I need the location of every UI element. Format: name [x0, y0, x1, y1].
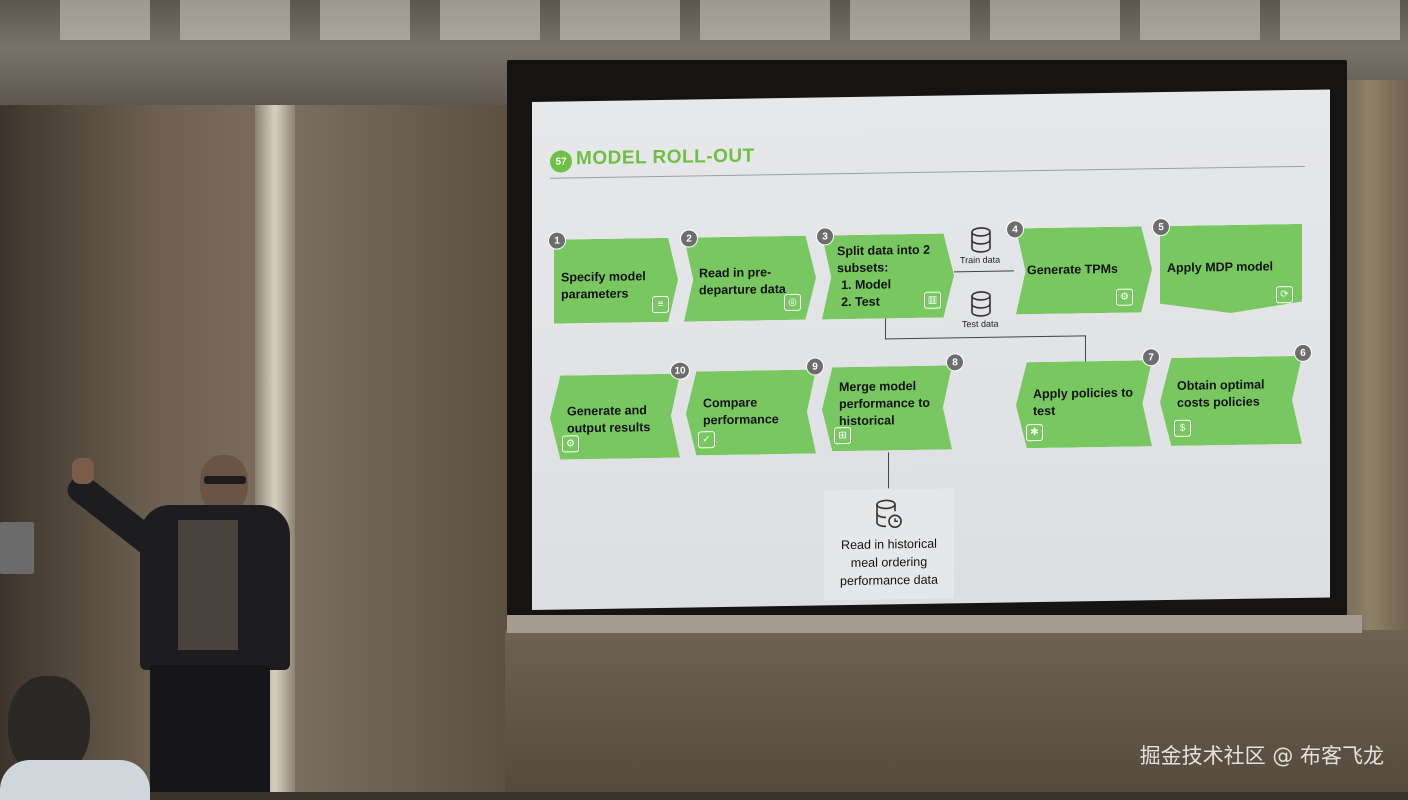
projected-slide: 57 MODEL ROLL-OUT Specify model paramete… — [532, 89, 1330, 610]
step-8-badge: 8 — [946, 353, 964, 371]
step-9-badge: 9 — [806, 357, 824, 375]
train-database-icon — [970, 227, 992, 253]
network-icon: ✱ — [1026, 424, 1043, 441]
database-clock-icon: ◎ — [784, 294, 801, 311]
train-data-label: Train data — [960, 255, 1000, 266]
database-clock-icon — [875, 499, 903, 529]
connector-arrow — [954, 270, 1014, 272]
clipboard-icon: ≡ — [652, 296, 669, 313]
historical-data-box: Read in historical meal ordering perform… — [824, 488, 954, 600]
step-8-label: Merge model performance to historical — [829, 377, 946, 430]
connector — [885, 318, 886, 338]
test-data-label: Test data — [962, 319, 999, 330]
chart-icon: ▥ — [924, 292, 941, 309]
historical-data-label: Read in historical meal ordering perform… — [824, 534, 954, 590]
database-check-icon: ✓ — [698, 431, 715, 448]
test-database-icon — [970, 291, 992, 317]
step-10-label: Generate and output results — [557, 402, 674, 438]
step-6-badge: 6 — [1294, 344, 1312, 362]
step-3-label: Split data into 2 subsets: — [829, 241, 948, 277]
projection-screen-bar — [507, 615, 1362, 633]
money-icon: $ — [1174, 420, 1191, 437]
laptop — [0, 522, 34, 574]
database-sync-icon: ⟳ — [1276, 286, 1293, 303]
step-5-label: Apply MDP model — [1167, 258, 1296, 277]
step-9-label: Compare performance — [693, 394, 810, 430]
step-7-label: Apply policies to test — [1023, 384, 1146, 420]
connector-arrow — [888, 452, 889, 488]
connector — [885, 335, 1085, 339]
database-gear-icon: ⚙ — [562, 435, 579, 452]
slide-title: MODEL ROLL-OUT — [576, 146, 755, 171]
database-gear-icon: ⚙ — [1116, 289, 1133, 306]
step-10-badge: 10 — [670, 362, 690, 380]
connector-arrow — [1085, 335, 1086, 363]
watermark: 掘金技术社区 @ 布客飞龙 — [1140, 740, 1384, 770]
company-logo: 57 — [550, 150, 572, 172]
step-4-label: Generate TPMs — [1023, 260, 1146, 279]
step-6-label: Obtain optimal costs policies — [1167, 376, 1296, 412]
merge-icon: ⊞ — [834, 427, 851, 444]
step-7-badge: 7 — [1142, 348, 1160, 366]
audience-shoulders — [0, 760, 150, 800]
